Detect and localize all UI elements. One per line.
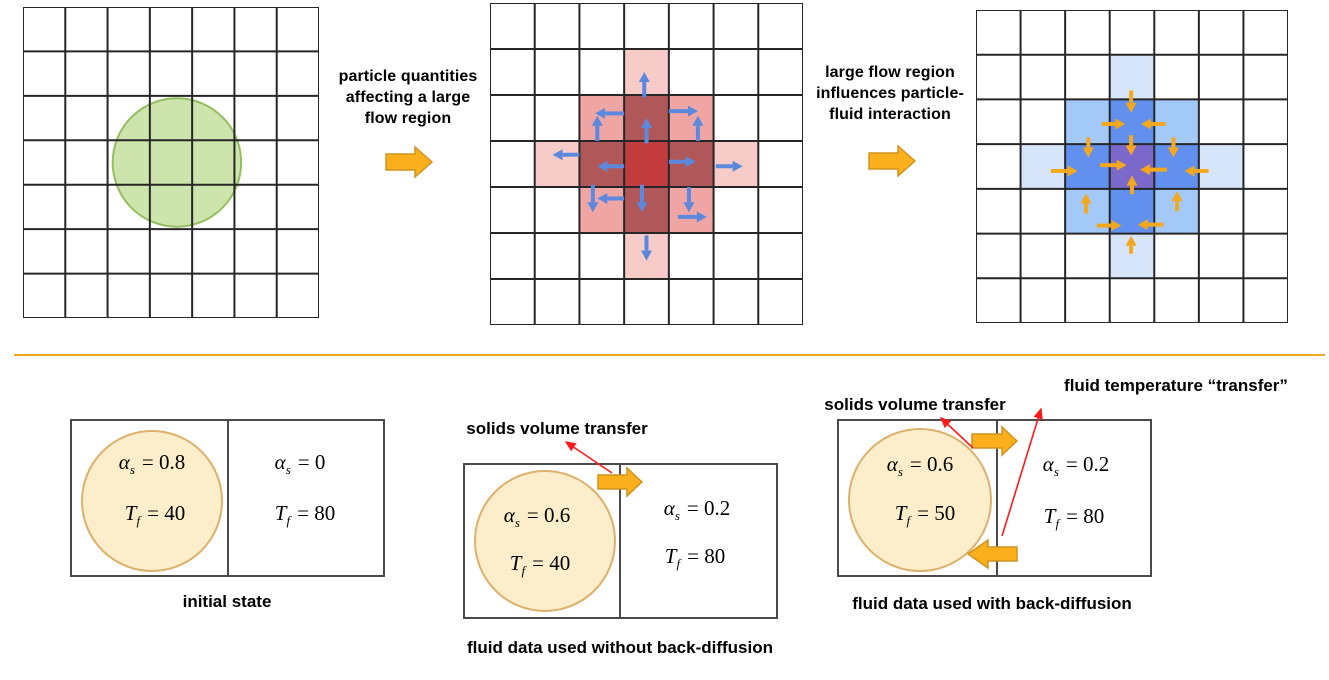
alpha-value: αs= 0.6 <box>886 451 954 480</box>
flow-arrowhead <box>1116 159 1127 171</box>
flow-arrowhead <box>1137 219 1148 231</box>
particle-circle <box>474 470 616 612</box>
temp-value: Tf= 40 <box>509 550 571 579</box>
flow-arrowhead <box>597 193 608 204</box>
flow-arrowhead <box>641 118 652 128</box>
flow-arrowhead <box>591 115 603 126</box>
flow-arrowhead <box>1126 175 1138 186</box>
flow-arrowhead <box>641 250 652 261</box>
flow-arrowhead <box>685 156 696 168</box>
alpha-value: αs= 0.2 <box>1042 451 1110 480</box>
box-caption: fluid data used without back-diffusion <box>467 638 773 657</box>
box-caption: initial state <box>182 592 272 611</box>
particle-circle <box>81 430 223 572</box>
flow-arrowhead <box>597 160 608 172</box>
grid-cell <box>1198 144 1244 189</box>
temp-value: Tf= 80 <box>664 543 726 572</box>
flow-arrowhead <box>1082 147 1094 158</box>
flow-arrowhead <box>687 105 698 117</box>
flow-arrowhead <box>552 149 563 161</box>
flow-arrowhead <box>1167 147 1179 158</box>
temp-transfer-label: fluid temperature “transfer” <box>1064 376 1288 395</box>
flow-arrowhead <box>1171 191 1183 202</box>
grid-cell <box>579 187 625 233</box>
flow-arrowhead <box>732 160 743 172</box>
grid-cell <box>1154 99 1199 145</box>
flow-arrowhead <box>1184 165 1195 177</box>
grid-cell <box>668 187 714 233</box>
flow-arrowhead <box>1080 193 1092 204</box>
flow-arrowhead <box>1125 235 1137 246</box>
process-label-1: particle quantities affecting a large fl… <box>338 68 478 128</box>
grid-cell <box>534 141 580 187</box>
section-divider <box>14 354 1325 356</box>
flow-arrowhead <box>1125 102 1137 113</box>
alpha-value: αs= 0.2 <box>663 495 731 524</box>
process-label-2: large flow region influences particle-fl… <box>816 64 964 124</box>
temp-value: Tf= 80 <box>1043 503 1105 532</box>
flow-arrowhead <box>587 202 599 213</box>
temp-value: Tf= 80 <box>274 500 336 529</box>
flow-arrowhead <box>638 72 650 82</box>
cell-divider <box>996 421 998 575</box>
cell-divider <box>227 421 229 575</box>
flow-arrowhead <box>595 107 606 119</box>
flow-arrowhead <box>1140 164 1151 176</box>
grid-cell <box>624 141 669 187</box>
solids-transfer-label: solids volume transfer <box>466 419 648 438</box>
process-arrow-icon <box>868 144 917 178</box>
back-influence-grid <box>976 10 1288 323</box>
flow-arrowhead <box>1125 145 1137 156</box>
grid-cell <box>624 49 669 95</box>
initial-state-box <box>70 419 385 577</box>
alpha-value: αs= 0 <box>274 449 326 478</box>
fluid-spread-grid <box>490 3 803 325</box>
cell-divider <box>619 465 621 617</box>
flow-arrowhead <box>1115 118 1126 130</box>
flow-arrowhead <box>692 115 704 126</box>
flow-arrowhead <box>1067 165 1078 177</box>
flow-arrowhead <box>696 211 707 223</box>
grid-cell <box>579 95 625 141</box>
alpha-value: αs= 0.8 <box>118 449 186 478</box>
flow-arrowhead <box>1140 118 1151 130</box>
flow-arrowhead <box>1111 220 1122 232</box>
grid-cell <box>1020 144 1066 189</box>
alpha-value: αs= 0.6 <box>503 502 571 531</box>
process-arrow-icon <box>385 145 434 179</box>
temp-value: Tf= 40 <box>124 500 186 529</box>
flow-arrowhead <box>683 202 695 213</box>
grid-cell <box>1065 99 1110 145</box>
box-caption: fluid data used with back-diffusion <box>852 594 1132 613</box>
particle-circle <box>111 97 243 228</box>
grid-cell <box>624 187 669 233</box>
flow-arrowhead <box>636 202 648 213</box>
solids-transfer-label: solids volume transfer <box>824 395 1006 414</box>
no-backdiffusion-box <box>463 463 778 619</box>
temp-value: Tf= 50 <box>894 500 956 529</box>
grid-cell <box>668 95 714 141</box>
backdiffusion-box <box>837 419 1152 577</box>
particle-source-grid <box>23 7 319 318</box>
